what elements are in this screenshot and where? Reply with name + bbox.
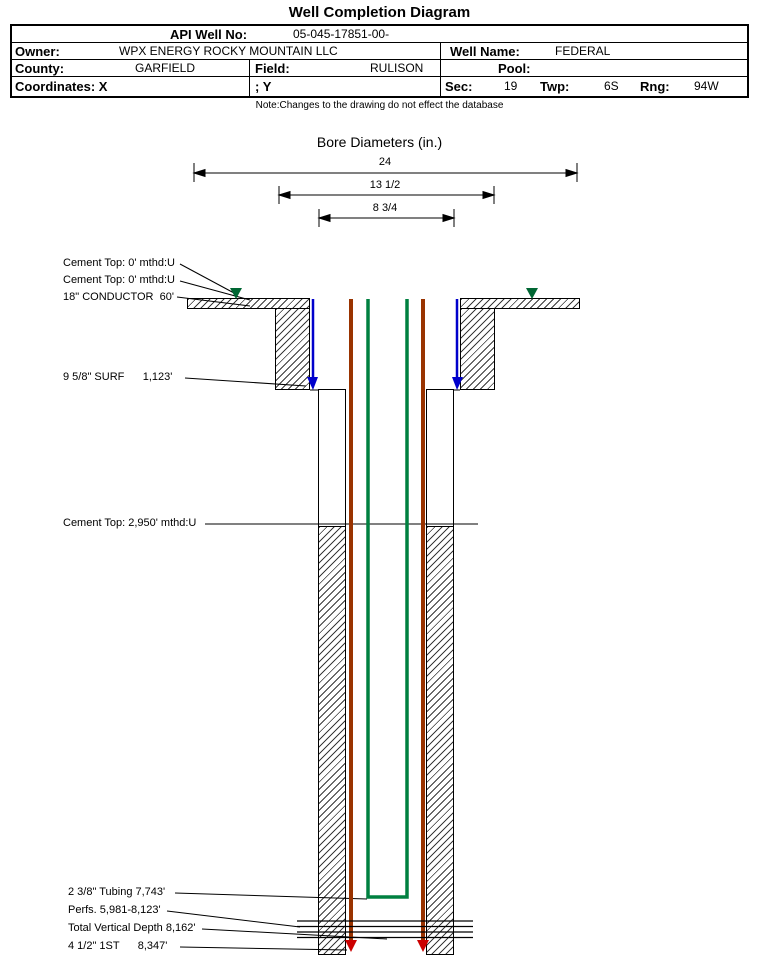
field-value: RULISON	[370, 61, 424, 75]
leader-lines	[166, 263, 478, 951]
header-row-county: County: GARFIELD Field: RULISON Pool:	[12, 60, 747, 77]
table-divider	[440, 43, 441, 96]
surface-casing-shoe-icon	[307, 377, 318, 390]
perforation-lines	[297, 920, 473, 939]
wellhead-flange-right	[460, 298, 580, 309]
county-label: County:	[15, 61, 65, 76]
cement-top-production-label: Cement Top: 2,950' mthd:U	[63, 517, 197, 529]
header-row-owner: Owner: WPX ENERGY ROCKY MOUNTAIN LLC Wel…	[12, 43, 747, 60]
page-title: Well Completion Diagram	[288, 4, 471, 21]
tubing-label: 2 3/8" Tubing 7,743'	[68, 886, 166, 898]
field-label: Field:	[255, 61, 290, 76]
wellhead-flange-left	[187, 298, 310, 309]
borehole-wall-left-uncemented	[318, 389, 346, 527]
bore-diameter-13-1-2: 13 1/2	[340, 179, 430, 191]
dimension-line-8-3-4	[317, 209, 456, 227]
cement-top-marker-icon	[230, 288, 538, 299]
production-casing-label: 4 1/2" 1ST 8,347'	[68, 940, 168, 952]
rng-label: Rng:	[640, 79, 670, 94]
api-label: API Well No:	[170, 27, 248, 42]
bore-diameters-title: Bore Diameters (in.)	[316, 134, 443, 150]
bore-diameter-24: 24	[340, 156, 430, 168]
cement-top-surface-label: Cement Top: 0' mthd:U	[63, 274, 175, 286]
conductor-casing-left	[275, 308, 310, 390]
total-vertical-depth-label: Total Vertical Depth 8,162'	[68, 922, 196, 934]
conductor-casing-right	[460, 308, 495, 390]
rng-value: 94W	[694, 79, 719, 93]
coordinates-y-label: ; Y	[255, 79, 272, 94]
header-table: API Well No: 05-045-17851-00- Owner: WPX…	[10, 24, 749, 98]
table-divider	[249, 60, 250, 96]
conductor-label: 18" CONDUCTOR 60'	[63, 291, 174, 303]
owner-value: WPX ENERGY ROCKY MOUNTAIN LLC	[119, 44, 338, 58]
cemented-annulus-right	[426, 526, 454, 955]
borehole-wall-right-uncemented	[426, 389, 454, 527]
well-name-value: FEDERAL	[555, 44, 611, 58]
bore-diameter-8-3-4: 8 3/4	[340, 202, 430, 214]
cement-top-conductor-label: Cement Top: 0' mthd:U	[63, 257, 175, 269]
pool-label: Pool:	[498, 61, 531, 76]
casing-shoe-marker-icon	[345, 940, 429, 952]
twp-label: Twp:	[540, 79, 570, 94]
twp-value: 6S	[604, 79, 619, 93]
header-row-api: API Well No: 05-045-17851-00-	[12, 26, 747, 43]
dimension-line-13-1-2	[277, 186, 496, 204]
dimension-line-24	[192, 163, 579, 182]
perforations-label: Perfs. 5,981-8,123'	[68, 904, 161, 916]
coordinates-label: Coordinates: X	[15, 79, 108, 94]
county-value: GARFIELD	[135, 61, 196, 75]
sec-value: 19	[504, 79, 518, 93]
production-casing-string	[349, 299, 425, 942]
api-value: 05-045-17851-00-	[293, 27, 390, 41]
well-name-label: Well Name:	[450, 44, 520, 59]
surface-casing-shoe-icon	[452, 377, 463, 390]
header-row-coordinates: Coordinates: X ; Y Sec: 19 Twp: 6S Rng: …	[12, 77, 747, 96]
note-text: Note:Changes to the drawing do not effec…	[255, 100, 504, 111]
owner-label: Owner:	[15, 44, 60, 59]
surface-casing-string	[307, 299, 463, 390]
surface-casing-label: 9 5/8" SURF 1,123'	[63, 371, 173, 383]
cemented-annulus-left	[318, 526, 346, 955]
tubing-string	[366, 299, 409, 899]
sec-label: Sec:	[445, 79, 473, 94]
